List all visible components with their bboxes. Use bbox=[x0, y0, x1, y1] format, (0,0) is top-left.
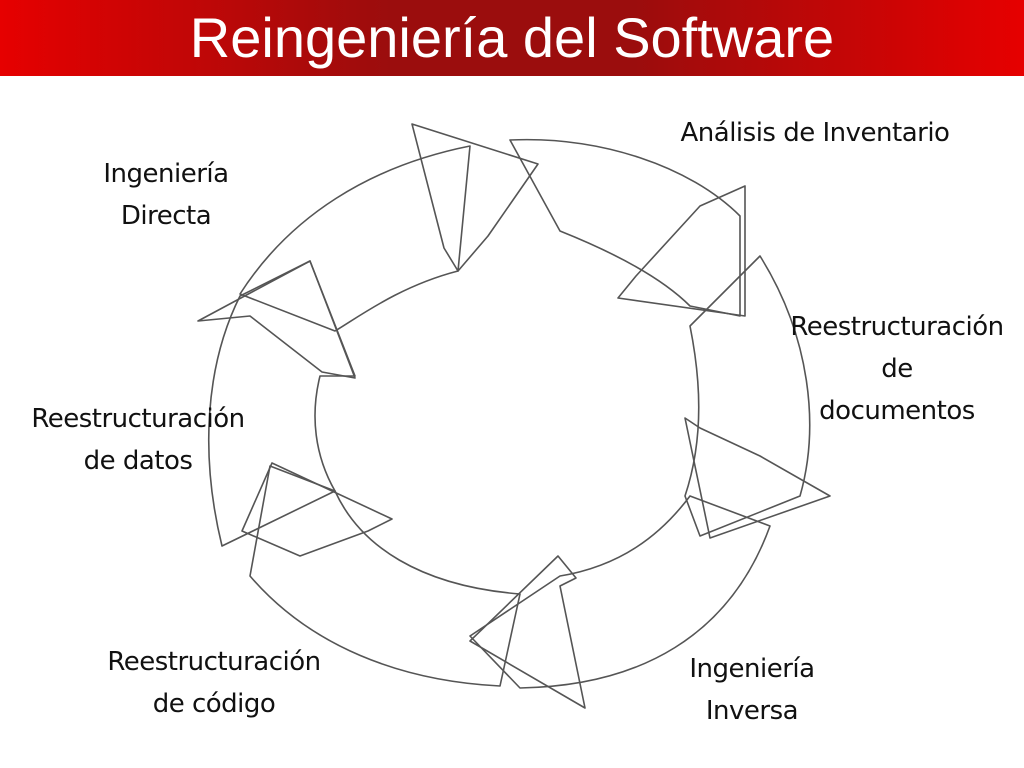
reengineering-cycle-diagram bbox=[197, 123, 831, 709]
label-ingenieria-inversa: Ingeniería Inversa bbox=[672, 648, 832, 732]
cycle-arrow-1-head bbox=[411, 123, 539, 272]
label-reestructuracion-codigo: Reestructuración de código bbox=[84, 641, 344, 725]
cycle-arrow-5-head bbox=[241, 462, 393, 557]
slide-title: Reingeniería del Software bbox=[189, 6, 835, 69]
cycle-arrow-6 bbox=[207, 260, 356, 547]
cycle-arrow-4-head bbox=[469, 555, 586, 709]
cycle-arrow-3-head bbox=[684, 417, 831, 539]
title-bar: Reingeniería del Software bbox=[0, 0, 1024, 76]
cycle-arrow-1 bbox=[239, 145, 471, 332]
label-line: Directa bbox=[120, 201, 212, 231]
label-line: Ingeniería bbox=[103, 159, 229, 189]
label-line: Reestructuración bbox=[790, 312, 1004, 342]
cycle-arrow-2 bbox=[509, 138, 741, 317]
label-line: Ingeniería bbox=[689, 654, 815, 684]
label-line: de bbox=[881, 354, 913, 384]
label-line: Análisis de Inventario bbox=[680, 118, 950, 148]
label-line: Reestructuración bbox=[107, 647, 321, 677]
label-line: de datos bbox=[83, 446, 193, 476]
cycle-arrow-2-head bbox=[617, 185, 746, 317]
label-line: Reestructuración bbox=[31, 404, 245, 434]
label-line: documentos bbox=[819, 396, 975, 426]
label-ingenieria-directa: Ingeniería Directa bbox=[86, 153, 246, 237]
label-reestructuracion-documentos: Reestructuración de documentos bbox=[772, 306, 1022, 432]
cycle-arrow-4 bbox=[469, 495, 771, 689]
label-line: de código bbox=[152, 689, 276, 719]
cycle-arrow-6-head bbox=[197, 260, 356, 379]
label-analisis-inventario: Análisis de Inventario bbox=[650, 112, 980, 154]
label-line: Inversa bbox=[705, 696, 799, 726]
cycle-arrow-3 bbox=[684, 255, 811, 537]
label-reestructuracion-datos: Reestructuración de datos bbox=[8, 398, 268, 482]
